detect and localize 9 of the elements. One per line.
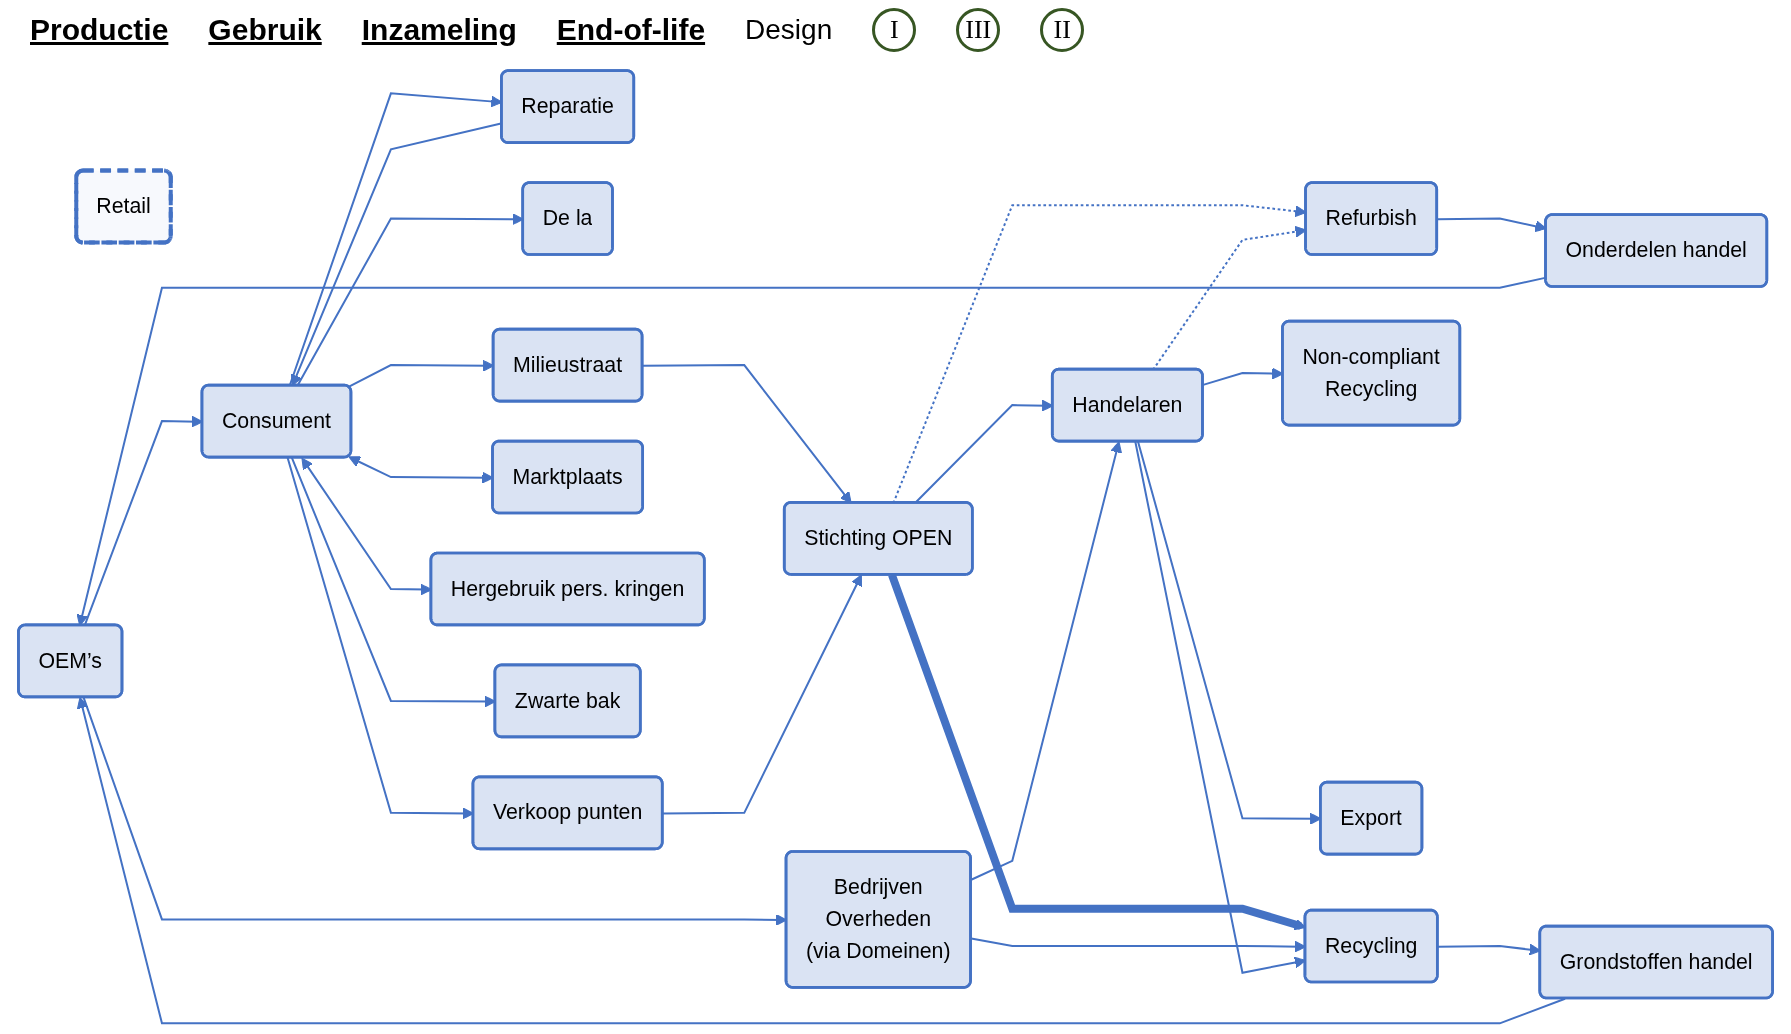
roman-numeral-marker: III (956, 8, 1001, 52)
roman-numeral-marker: II (1040, 8, 1085, 52)
column-heading: Productie (30, 13, 169, 47)
column-heading: End-of-life (556, 13, 706, 47)
roman-numeral-marker: I (872, 8, 917, 52)
arrow (970, 441, 1122, 881)
column-heading: Inzameling (361, 13, 517, 47)
subheading: Design (745, 14, 833, 46)
column-heading: Gebruik (208, 13, 322, 47)
